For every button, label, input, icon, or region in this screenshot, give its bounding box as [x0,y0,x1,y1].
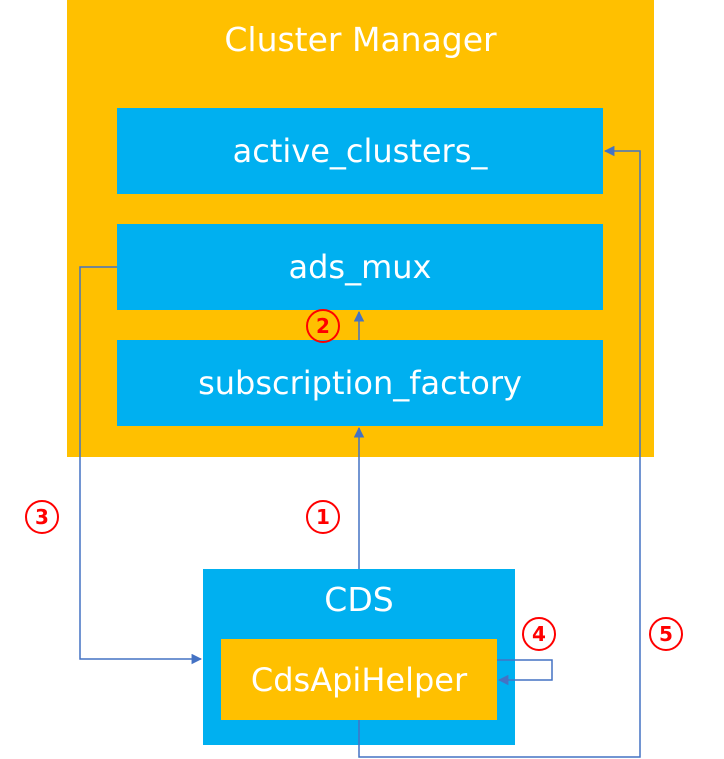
cds-title: CDS [324,580,394,619]
subscription-factory-label: subscription_factory [198,364,522,402]
subscription-factory-box: subscription_factory [117,340,603,426]
active-clusters-label: active_clusters_ [232,132,488,170]
step-number-4: 4 [532,622,546,646]
step-marker-1: 1 [306,500,340,534]
step-number-2: 2 [316,314,330,338]
step-number-1: 1 [316,505,330,529]
ads-mux-label: ads_mux [288,248,432,286]
ads-mux-box: ads_mux [117,224,603,310]
step-marker-3: 3 [25,500,59,534]
step-number-5: 5 [659,622,673,646]
active-clusters-box: active_clusters_ [117,108,603,194]
step-marker-4: 4 [522,617,556,651]
step-marker-2: 2 [306,309,340,343]
step-marker-5: 5 [649,617,683,651]
cds-api-helper-box: CdsApiHelper [221,639,497,720]
cds-api-helper-label: CdsApiHelper [250,660,468,699]
step-number-3: 3 [35,505,49,529]
cluster-manager-title: Cluster Manager [224,20,497,59]
